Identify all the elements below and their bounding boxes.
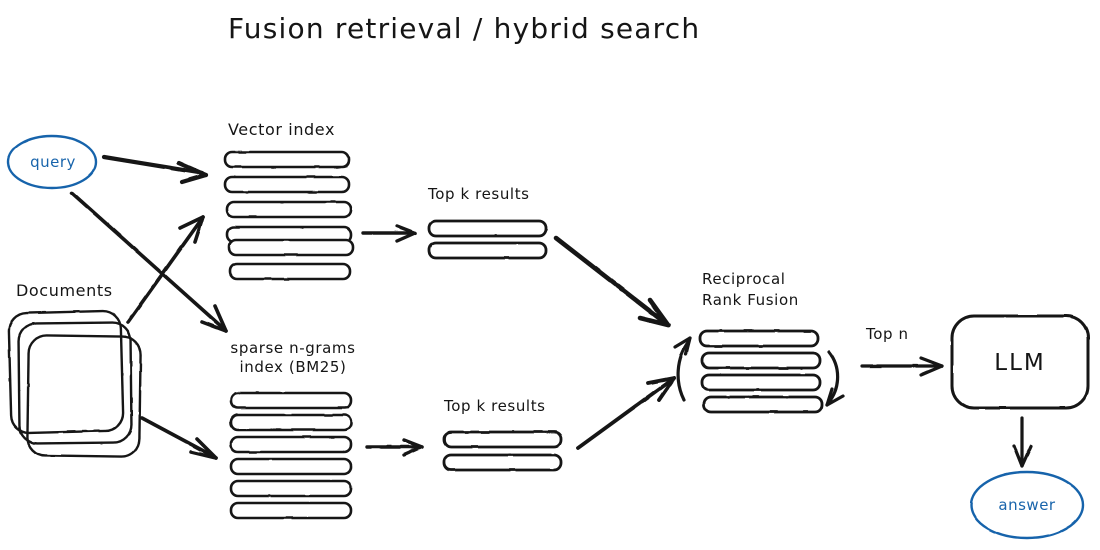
top-k-vector-label: Top k results — [428, 185, 530, 203]
top-k-sparse-label: Top k results — [444, 397, 546, 415]
rrf-bars[interactable] — [698, 329, 824, 414]
llm-node[interactable] — [950, 314, 1090, 410]
llm-node-label: LLM — [994, 350, 1046, 376]
vector-index-label: Vector index — [228, 120, 336, 139]
vector-index-bars[interactable] — [223, 150, 355, 281]
sparse-index-bars[interactable] — [229, 391, 353, 520]
arrow-top-k-sparse-to-rrf — [576, 376, 676, 450]
arrow-top-k-vector-to-rrf — [553, 235, 671, 328]
sparse-index-label-line2: index (BM25) — [239, 358, 347, 376]
answer-node[interactable] — [969, 470, 1085, 540]
arrow-sparse-index-to-top-k — [365, 438, 424, 457]
page-title: Fusion retrieval / hybrid search — [228, 12, 701, 45]
arrow-query-to-vector-index — [101, 154, 209, 185]
top-k-vector-bars[interactable] — [427, 219, 548, 260]
arrow-vector-index-to-top-k — [361, 224, 417, 243]
sparse-index-label-line1: sparse n-grams — [230, 339, 356, 357]
documents-node[interactable] — [7, 309, 142, 458]
rrf-label-line1: Reciprocal — [702, 270, 786, 288]
rrf-label-line2: Rank Fusion — [702, 291, 799, 309]
top-n-edge-label: Top n — [866, 325, 909, 343]
query-node[interactable] — [6, 134, 98, 190]
rrf-right-curve-arrow — [825, 350, 845, 407]
arrow-documents-to-vector-index — [126, 215, 205, 324]
query-node-label: query — [30, 153, 76, 171]
rrf-left-curve-arrow — [673, 336, 692, 402]
arrow-llm-to-answer — [1012, 416, 1033, 468]
arrow-documents-to-sparse-index — [140, 416, 218, 460]
arrow-query-to-sparse-index — [70, 191, 228, 333]
arrow-rrf-to-llm — [860, 356, 944, 377]
documents-node-label: Documents — [16, 281, 113, 300]
answer-node-label: answer — [998, 496, 1056, 514]
top-k-sparse-bars[interactable] — [442, 430, 563, 472]
